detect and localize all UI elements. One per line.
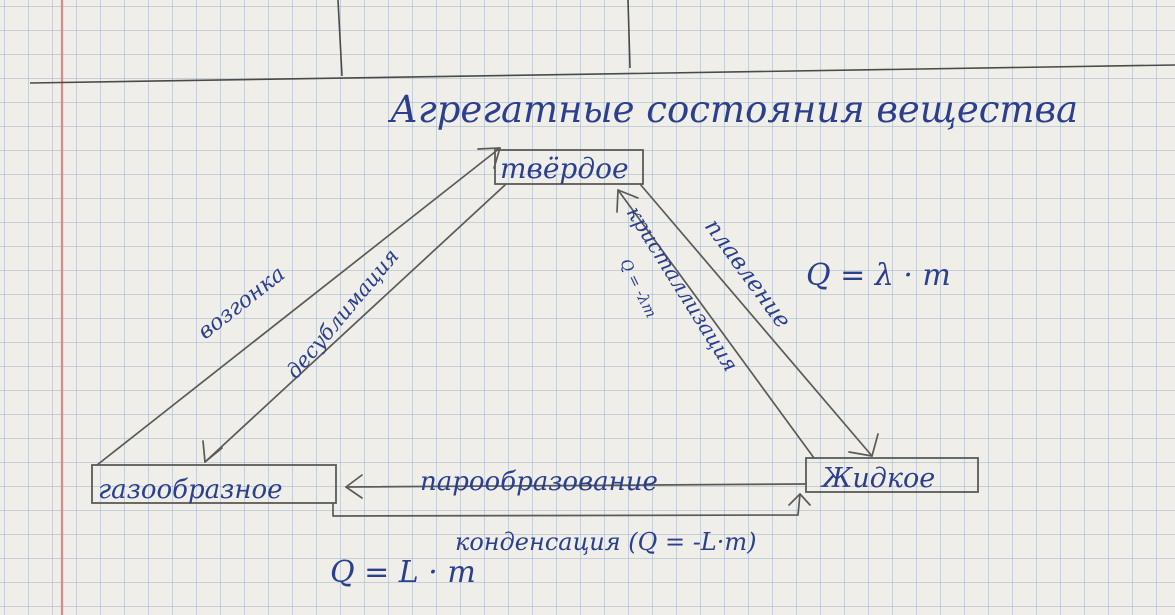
gas-box xyxy=(91,464,337,504)
node-liquid: Жидкое xyxy=(820,463,935,494)
formula-vaporization-heat: Q = L · m xyxy=(330,555,476,590)
sublimation-arrow xyxy=(96,147,501,466)
diagram-title: Агрегатные состояния вещества xyxy=(387,88,1078,131)
label-condensation: конденсация (Q = -L·m) xyxy=(455,528,757,556)
condensation-arrow xyxy=(332,493,811,517)
formula-melting-heat: Q = λ · m xyxy=(806,258,951,293)
label-sublimation: возгонка xyxy=(193,262,290,345)
label-desublimation: десублимация xyxy=(281,244,403,383)
table-fragment xyxy=(29,0,1175,84)
melting-arrow xyxy=(639,183,879,457)
node-gas: газообразное xyxy=(98,475,283,505)
vaporization-arrow xyxy=(345,474,807,499)
crystallization-arrow xyxy=(616,189,815,459)
desublimation-arrow xyxy=(202,184,506,463)
liquid-box xyxy=(805,457,979,493)
node-solid: твёрдое xyxy=(500,152,629,185)
label-vaporization: парообразование xyxy=(420,467,658,497)
